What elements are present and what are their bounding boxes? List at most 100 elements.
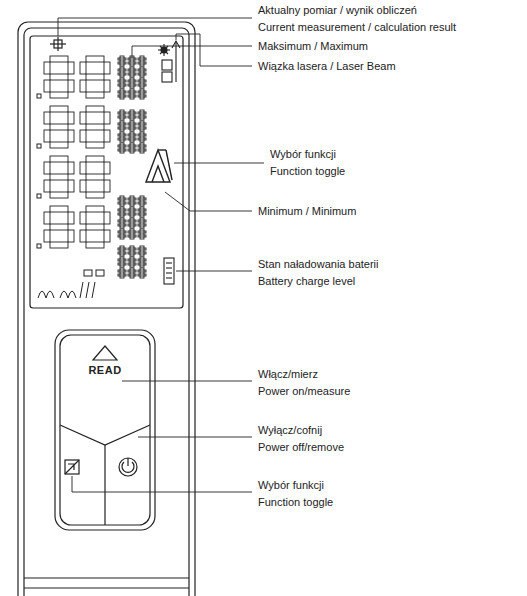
unit-indicator xyxy=(38,270,104,298)
segment xyxy=(104,130,110,142)
segment xyxy=(140,121,144,123)
segment xyxy=(120,272,124,274)
segment xyxy=(130,222,134,224)
segment xyxy=(130,60,134,62)
leader-line xyxy=(122,381,252,382)
segment xyxy=(144,138,146,140)
segment xyxy=(130,110,134,112)
segment xyxy=(130,118,134,120)
segment xyxy=(120,136,124,138)
segment xyxy=(130,233,134,235)
segment xyxy=(50,106,68,112)
digit xyxy=(118,229,126,239)
lcd-frame xyxy=(30,36,183,308)
segment xyxy=(128,138,130,140)
segment xyxy=(130,151,134,153)
segment xyxy=(134,248,136,250)
segment xyxy=(134,58,136,60)
digit xyxy=(128,89,136,99)
digit xyxy=(128,218,136,228)
digit xyxy=(138,56,146,66)
segment xyxy=(128,145,130,147)
segment xyxy=(118,248,120,250)
segment xyxy=(134,235,136,237)
segment xyxy=(140,229,144,231)
segment xyxy=(124,84,126,86)
segment xyxy=(134,270,136,272)
segment xyxy=(130,136,134,138)
segment xyxy=(134,252,136,254)
segment xyxy=(140,136,144,138)
segment xyxy=(138,69,140,71)
segment xyxy=(134,127,136,129)
segment xyxy=(130,207,134,209)
segment xyxy=(120,204,124,206)
digit xyxy=(128,78,136,88)
segment xyxy=(124,231,126,233)
button-panel xyxy=(55,330,155,530)
segment xyxy=(120,121,124,123)
callout-label: Wiązka lasera / Laser Beam xyxy=(258,60,396,73)
segment xyxy=(138,95,140,97)
segment xyxy=(44,162,50,174)
segment xyxy=(140,276,144,278)
segment xyxy=(124,149,126,151)
segment xyxy=(80,230,86,242)
segment xyxy=(118,62,120,64)
segment xyxy=(130,82,134,84)
housing-outer xyxy=(18,22,195,596)
digit xyxy=(128,132,136,142)
segment xyxy=(130,265,134,267)
segment xyxy=(120,60,124,62)
segment xyxy=(134,73,136,75)
segment xyxy=(128,220,130,222)
segment xyxy=(134,91,136,93)
segment xyxy=(140,132,144,134)
segment xyxy=(120,215,124,217)
digit xyxy=(118,132,126,142)
button-label: READ xyxy=(88,364,121,377)
digit xyxy=(44,156,74,198)
segment xyxy=(130,218,134,220)
segment xyxy=(140,82,144,84)
segment xyxy=(144,231,146,233)
segment xyxy=(140,226,144,228)
segment xyxy=(124,259,126,261)
decimal-point xyxy=(37,94,41,98)
segment xyxy=(44,180,50,192)
segment xyxy=(80,112,86,124)
segment xyxy=(124,58,126,60)
segment xyxy=(140,114,144,116)
segment xyxy=(134,198,136,200)
segment xyxy=(124,134,126,136)
segment xyxy=(138,202,140,204)
segment xyxy=(140,257,144,259)
function-button-icon xyxy=(65,460,79,474)
segment xyxy=(120,89,124,91)
segment xyxy=(134,138,136,140)
segment xyxy=(68,212,74,224)
digit xyxy=(138,67,146,77)
segment xyxy=(120,233,124,235)
segment xyxy=(138,138,140,140)
segment xyxy=(124,224,126,226)
segment xyxy=(130,254,134,256)
segment xyxy=(124,95,126,97)
digit xyxy=(80,106,110,148)
segment xyxy=(140,261,144,263)
segment xyxy=(130,75,134,77)
segment xyxy=(128,213,130,215)
segment xyxy=(118,58,120,60)
segment xyxy=(144,259,146,261)
segment xyxy=(128,224,130,226)
segment xyxy=(138,112,140,114)
digit xyxy=(128,121,136,131)
leader-line xyxy=(176,34,252,66)
seven-segment-digits xyxy=(37,56,146,278)
segment xyxy=(144,149,146,151)
battery-icon xyxy=(164,258,174,284)
segment xyxy=(44,112,50,124)
digit xyxy=(138,121,146,131)
digit xyxy=(118,207,126,217)
segment xyxy=(144,123,146,125)
